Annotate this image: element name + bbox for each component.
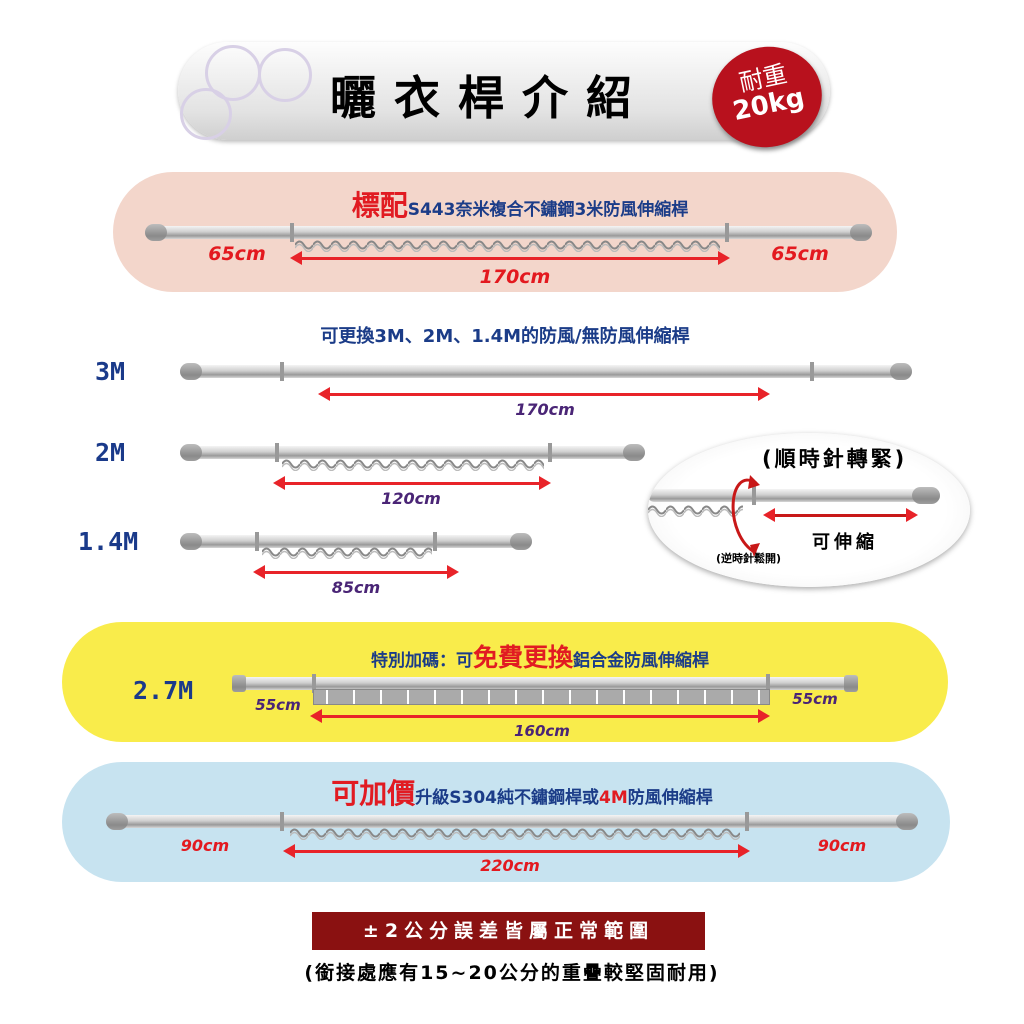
rotate-arrow-icon (731, 475, 760, 557)
wind-chain (295, 238, 720, 252)
right-length: 65cm (771, 243, 829, 265)
tolerance-banner: ±2公分誤差皆屬正常範圍 (312, 912, 705, 950)
bonus-prefix: 特別加碼：可 (370, 651, 473, 671)
wind-chain (282, 457, 544, 471)
rod-label-2-7m: 2.7M (133, 676, 194, 705)
upgrade-highlight: 可加價 (331, 777, 416, 810)
length-arrow (253, 565, 459, 579)
stamp-logo (180, 88, 232, 140)
length-arrow (318, 387, 770, 401)
options-subtitle: 可更換3M、2M、1.4M的防風/無防風伸縮桿 (320, 326, 690, 347)
clockwise-text: (順時針轉緊) (762, 447, 908, 471)
rod-label-2m: 2M (95, 438, 126, 467)
middle-length: 220cm (480, 856, 540, 875)
standard-highlight: 標配 (351, 189, 408, 222)
stamp-logo (258, 48, 312, 102)
left-length: 65cm (208, 243, 266, 265)
overlap-note: (銜接處應有15~20公分的重疊較堅固耐用) (304, 962, 720, 984)
wind-chain (262, 545, 432, 559)
middle-length: 170cm (479, 266, 551, 288)
bonus-highlight: 免費更換 (472, 643, 574, 672)
rod (106, 812, 918, 831)
length-arrow (290, 251, 730, 265)
rod-length-1-4m: 85cm (331, 578, 381, 597)
rod-2m (180, 443, 645, 462)
standard-heading: 標配S443奈米複合不鏽鋼3米防風伸縮桿 (352, 184, 689, 224)
upgrade-text: 防風伸縮桿 (627, 788, 713, 808)
rod (145, 223, 872, 242)
upgrade-text: 升級S304純不鏽鋼桿或 (415, 788, 599, 808)
upgrade-heading: 可加價升級S304純不鏽鋼桿或4M防風伸縮桿 (331, 772, 713, 812)
middle-length: 160cm (514, 722, 570, 740)
right-length: 55cm (792, 690, 838, 708)
bonus-suffix: 鋁合金防風伸縮桿 (573, 651, 710, 671)
right-length: 90cm (817, 836, 867, 855)
bonus-heading: 特別加碼：可免費更換鋁合金防風伸縮桿 (371, 638, 709, 674)
rod-length-2m: 120cm (381, 489, 441, 508)
rod-label-3m: 3M (95, 357, 126, 386)
upgrade-4m: 4M (599, 788, 628, 808)
wind-chain (290, 826, 740, 840)
length-arrow (273, 476, 551, 490)
rod-label-1-4m: 1.4M (78, 527, 139, 556)
extend-text: 可伸縮 (812, 532, 878, 553)
rod-1-4m (180, 532, 532, 551)
aluminum-plate (313, 689, 770, 705)
left-length: 55cm (255, 696, 301, 714)
rod-length-3m: 170cm (515, 400, 575, 419)
page-title: 曬衣桿介紹 (330, 71, 650, 125)
length-arrow (310, 709, 770, 723)
rod-3m (180, 362, 912, 381)
rod-2-7m (232, 674, 858, 693)
length-arrow (283, 844, 750, 858)
counterclockwise-text: (逆時針鬆開) (716, 552, 782, 565)
standard-text: S443奈米複合不鏽鋼3米防風伸縮桿 (407, 200, 689, 220)
left-length: 90cm (180, 836, 230, 855)
detail-oval (648, 433, 970, 587)
